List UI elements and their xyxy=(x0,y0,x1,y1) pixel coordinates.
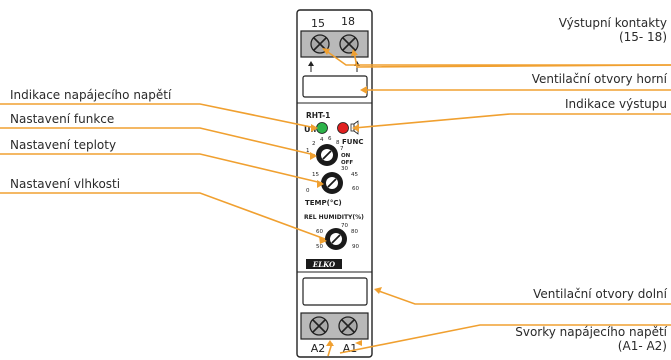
func-mark: 4 xyxy=(320,137,324,143)
callout-supply-terminals: Svorky napájecího napětí (A1- A2) xyxy=(515,325,667,353)
callout-function-setting: Nastavení funkce xyxy=(10,112,115,126)
led-un-label: Un xyxy=(304,125,316,134)
terminal-a2-screw[interactable] xyxy=(309,316,329,336)
humidity-dial: REL HUMIDITY(%) 70 60 80 90 50 xyxy=(304,214,364,251)
callout-output-contacts-line2: (15- 18) xyxy=(618,30,667,44)
temp-knob[interactable] xyxy=(320,171,344,195)
callout-output-contacts: Výstupní kontakty (15- 18) xyxy=(559,16,667,44)
terminal-15-label: 15 xyxy=(311,17,325,30)
humidity-mark: 50 xyxy=(316,244,323,250)
temp-mark: 0 xyxy=(306,188,310,194)
temp-mark: 60 xyxy=(352,186,359,192)
temp-dial: 15 30 45 0 60 TEMP(°C) xyxy=(305,166,359,207)
terminal-a2-label: A2 xyxy=(311,342,326,355)
callout-supply-terminals-line1: Svorky napájecího napětí xyxy=(515,325,667,339)
humidity-label: REL HUMIDITY(%) xyxy=(304,214,364,221)
func-label: FUNC xyxy=(342,138,363,146)
humidity-knob[interactable] xyxy=(324,227,348,251)
func-off-label: OFF xyxy=(341,160,353,166)
svg-text:ELKO: ELKO xyxy=(312,260,336,269)
func-dial: FUNC 2 4 6 8 1 7 ON OFF xyxy=(306,136,363,167)
callout-vent-top: Ventilační otvory horní xyxy=(531,72,667,86)
led-supply-green xyxy=(316,122,328,134)
top-terminal-block xyxy=(300,30,369,58)
humidity-mark: 60 xyxy=(316,229,323,235)
func-mark: 6 xyxy=(328,136,332,142)
callout-lines xyxy=(0,49,671,357)
temp-label: TEMP(°C) xyxy=(305,199,342,207)
temp-mark: 30 xyxy=(341,166,348,172)
led-output-red xyxy=(337,122,349,134)
terminal-a1-screw[interactable] xyxy=(338,316,358,336)
humidity-mark: 70 xyxy=(341,223,348,229)
callout-vent-bottom: Ventilační otvory dolní xyxy=(533,287,667,301)
callout-supply-terminals-line2: (A1- A2) xyxy=(617,339,667,353)
bottom-terminal-block xyxy=(300,312,369,340)
func-mark: 2 xyxy=(312,141,316,147)
terminal-18-label: 18 xyxy=(341,15,355,28)
vent-bottom xyxy=(302,277,368,306)
callout-supply-indication: Indikace napájecího napětí xyxy=(10,88,172,102)
humidity-mark: 80 xyxy=(351,229,358,235)
func-mark: 7 xyxy=(340,146,344,152)
func-on-label: ON xyxy=(341,153,351,159)
terminal-a1-label: A1 xyxy=(343,342,358,355)
func-knob[interactable] xyxy=(315,143,339,167)
temp-mark: 45 xyxy=(351,172,358,178)
func-mark: 8 xyxy=(336,140,340,146)
callout-temp-setting: Nastavení teploty xyxy=(10,138,117,152)
callout-output-contacts-line1: Výstupní kontakty xyxy=(558,16,667,30)
brand-logo: ELKO xyxy=(306,259,342,269)
callout-output-indication: Indikace výstupu xyxy=(565,97,667,111)
terminal-18-screw[interactable] xyxy=(339,34,359,54)
vent-top xyxy=(302,75,368,98)
func-mark: 1 xyxy=(306,148,310,154)
callout-arrowheads xyxy=(310,48,382,346)
callout-humidity-setting: Nastavení vlhkosti xyxy=(10,177,121,191)
temp-mark: 15 xyxy=(312,172,319,178)
model-label: RHT-1 xyxy=(306,111,330,120)
humidity-mark: 90 xyxy=(352,244,359,250)
